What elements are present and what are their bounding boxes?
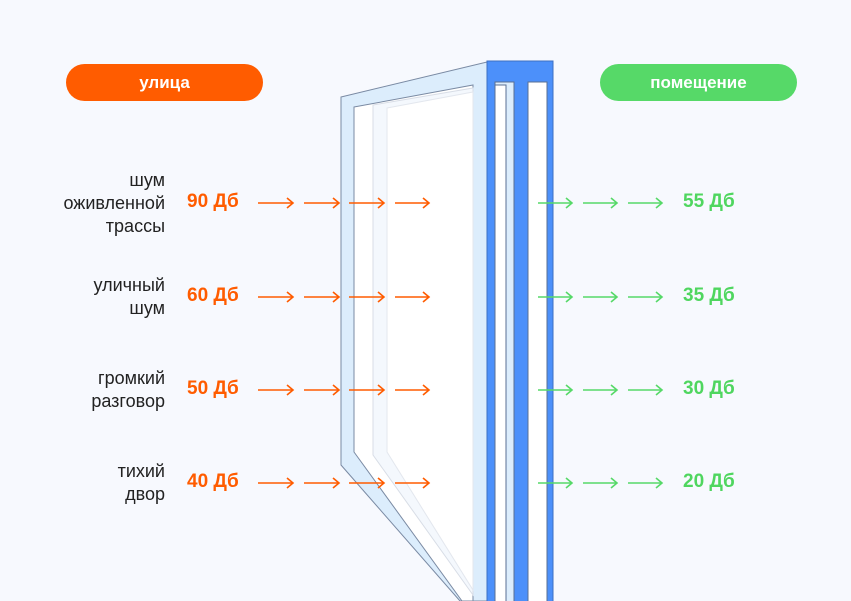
label-line: тихий (117, 461, 165, 481)
frame-slot-2 (527, 81, 548, 601)
outside-arrow (304, 197, 341, 209)
inside-badge: помещение (600, 64, 797, 101)
inside-arrow (628, 384, 664, 396)
inside-level: 30 Дб (683, 378, 735, 399)
outside-level: 60 Дб (187, 285, 239, 306)
inside-arrow (583, 197, 619, 209)
outside-arrow (349, 291, 386, 303)
outside-level: 40 Дб (187, 471, 239, 492)
label-line: шум (129, 298, 165, 318)
label-line: двор (125, 484, 165, 504)
outside-arrow (258, 384, 295, 396)
frame-slot-1-inner (494, 84, 507, 601)
outside-arrow (304, 477, 341, 489)
outside-arrow (395, 291, 431, 303)
inside-level: 35 Дб (683, 285, 735, 306)
label-line: оживленной (63, 192, 165, 213)
outside-arrow (258, 477, 295, 489)
inside-arrow (538, 291, 574, 303)
inside-level: 55 Дб (683, 191, 735, 212)
inside-arrow (628, 291, 664, 303)
outside-arrow (395, 197, 431, 209)
inside-arrow (538, 384, 574, 396)
outside-arrow (395, 384, 431, 396)
inside-arrow (583, 477, 619, 489)
label-line: громкий (98, 368, 165, 388)
noise-source-label: тихий двор (118, 460, 165, 506)
outside-arrow (304, 384, 341, 396)
outside-badge: улица (66, 64, 263, 101)
inside-arrow (538, 477, 574, 489)
label-line: трассы (105, 215, 165, 236)
outside-arrow (258, 291, 295, 303)
noise-source-label: уличный шум (94, 274, 165, 320)
inner-glass-2 (386, 91, 474, 592)
outside-arrow (349, 197, 386, 209)
inside-arrow (583, 291, 619, 303)
outside-arrow (395, 477, 431, 489)
outside-level: 90 Дб (187, 191, 239, 212)
label-line: шум (129, 169, 165, 190)
inside-arrow (628, 477, 664, 489)
outside-arrow (258, 197, 295, 209)
outside-arrow (349, 477, 386, 489)
inside-arrow (628, 197, 664, 209)
noise-source-label: громкий разговор (91, 367, 165, 413)
inside-level: 20 Дб (683, 471, 735, 492)
inside-arrow (583, 384, 619, 396)
outside-level: 50 Дб (187, 378, 239, 399)
label-line: разговор (91, 391, 165, 411)
outside-arrow (304, 291, 341, 303)
outside-arrow (349, 384, 386, 396)
label-line: уличный (93, 275, 165, 295)
inside-arrow (538, 197, 574, 209)
